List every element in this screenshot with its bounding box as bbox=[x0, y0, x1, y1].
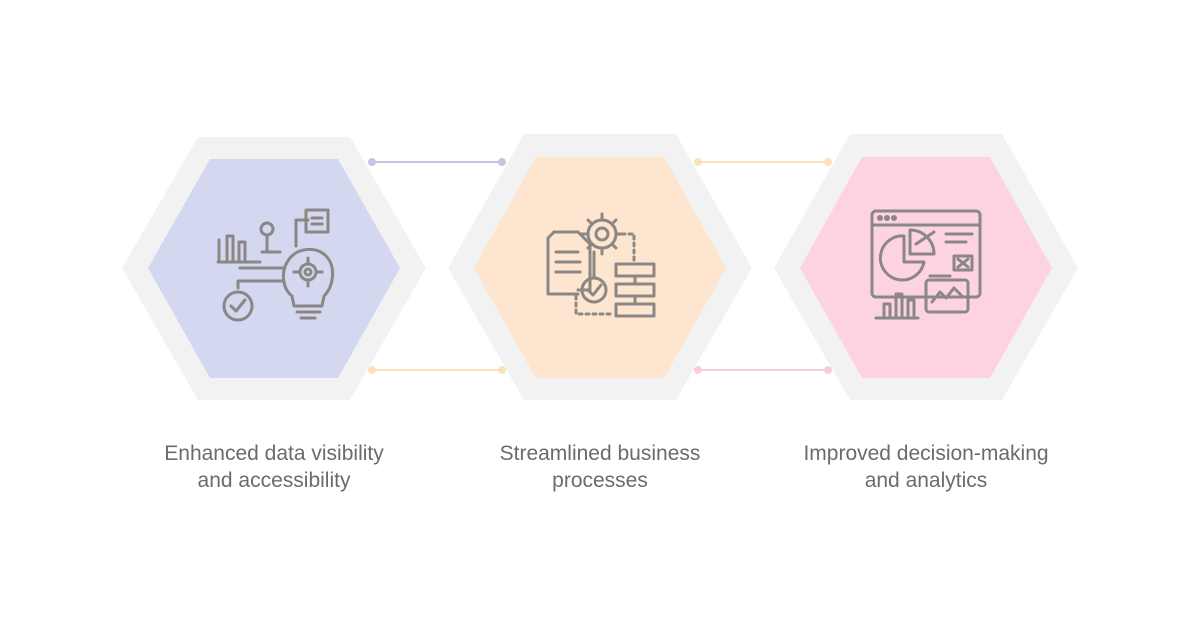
caption-line: and analytics bbox=[864, 469, 988, 492]
hexagon-inner bbox=[474, 157, 726, 378]
hexagon-inner bbox=[800, 157, 1052, 378]
connector-bottom-1-2 bbox=[368, 366, 506, 374]
caption-line: Streamlined business bbox=[499, 442, 701, 465]
connector-top-1-2 bbox=[368, 158, 506, 166]
caption-decision-making: Improved decision-making and analytics bbox=[766, 440, 1086, 494]
hexagon-decision-making bbox=[774, 134, 1078, 400]
dashboard-charts-icon bbox=[870, 209, 982, 320]
connector-bottom-2-3 bbox=[694, 366, 832, 374]
caption-business-processes: Streamlined business processes bbox=[440, 440, 760, 494]
connector-dot bbox=[368, 366, 376, 374]
caption-data-visibility: Enhanced data visibility and accessibili… bbox=[114, 440, 434, 494]
hexagon-business-processes bbox=[448, 134, 752, 400]
connector-dot bbox=[824, 366, 832, 374]
document-gear-flowchart-icon bbox=[546, 212, 656, 318]
connector-dot bbox=[498, 158, 506, 166]
connector-dot bbox=[694, 158, 702, 166]
caption-line: Enhanced data visibility bbox=[164, 442, 384, 465]
caption-line: Improved decision-making bbox=[803, 442, 1049, 465]
caption-line: processes bbox=[552, 469, 648, 492]
connector-top-2-3 bbox=[694, 158, 832, 166]
connector-dot bbox=[368, 158, 376, 166]
caption-line: and accessibility bbox=[197, 469, 351, 492]
connector-dot bbox=[694, 366, 702, 374]
lightbulb-gear-analytics-icon bbox=[216, 208, 334, 322]
connector-dot bbox=[498, 366, 506, 374]
connector-dot bbox=[824, 158, 832, 166]
